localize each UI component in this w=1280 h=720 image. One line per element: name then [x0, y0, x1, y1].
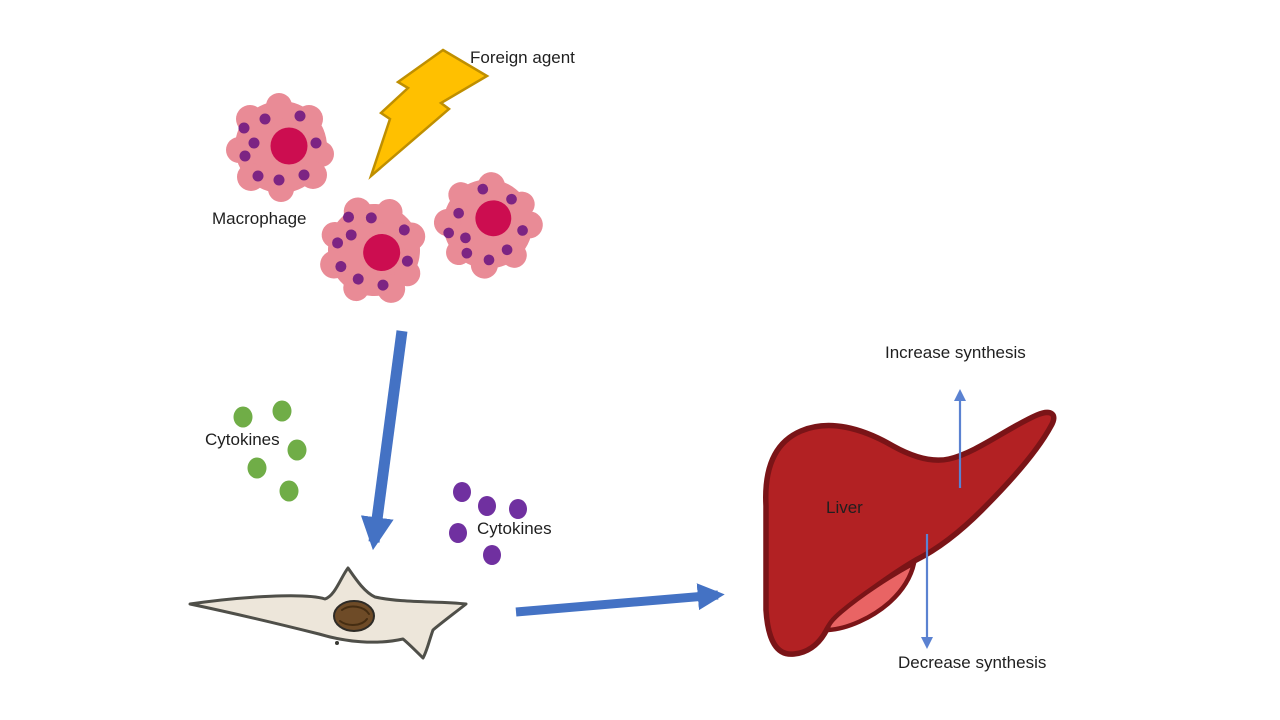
label-cytokines-left: Cytokines	[205, 430, 280, 449]
liver-shape	[763, 409, 1057, 657]
liver-lower-lobe	[825, 560, 917, 633]
label-foreign-agent: Foreign agent	[470, 48, 575, 67]
cytokines-green-dots	[233, 400, 307, 502]
label-liver: Liver	[826, 498, 863, 517]
lightning-bolt-icon	[368, 48, 490, 180]
label-decrease-synthesis: Decrease synthesis	[898, 653, 1047, 672]
fibroblast-cell	[188, 566, 468, 660]
macrophage-cell-3	[413, 150, 562, 300]
macrophage-cell-1	[226, 93, 334, 202]
label-increase-synthesis: Increase synthesis	[885, 343, 1026, 362]
label-cytokines-right: Cytokines	[477, 519, 552, 538]
arrow-macrophage-to-fibroblast	[360, 330, 408, 551]
cytokines-purple-dots	[449, 482, 527, 565]
label-macrophage: Macrophage	[212, 209, 307, 228]
macrophage-cell-2	[300, 177, 445, 323]
arrow-fibroblast-to-liver	[515, 583, 725, 617]
